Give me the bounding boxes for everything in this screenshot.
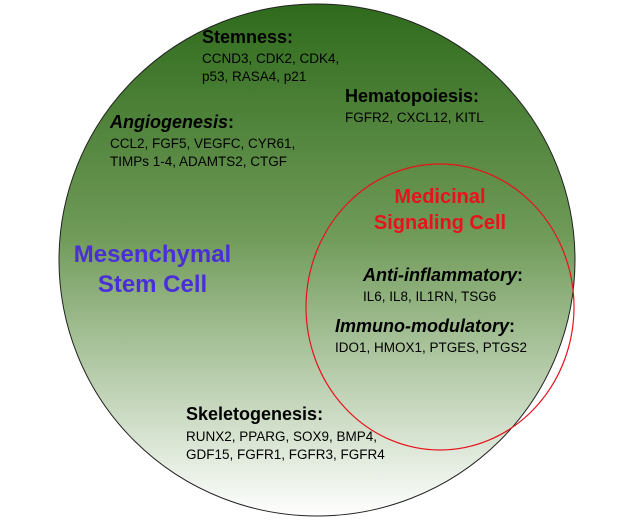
stemness-genes-line2: p53, RASA4, p21 <box>202 69 307 84</box>
angiogenesis-genes-line1: CCL2, FGF5, VEGFC, CYR61, <box>110 136 296 151</box>
anti-inflammatory-genes-line1: IL6, IL8, IL1RN, TSG6 <box>363 289 497 304</box>
skeletogenesis-heading: Skeletogenesis: <box>186 404 323 424</box>
mesenchymal-stem-cell-circle <box>58 3 576 517</box>
stemness-genes-line1: CCND3, CDK2, CDK4, <box>202 51 340 66</box>
medicinal-signaling-cell-circle <box>305 163 575 451</box>
immuno-modulatory-genes-line1: IDO1, HMOX1, PTGES, PTGS2 <box>335 340 528 355</box>
skeletogenesis-genes-line2: GDF15, FGFR1, FGFR3, FGFR4 <box>186 447 385 462</box>
anti-inflammatory-heading-text: Anti-inflammatory <box>363 265 518 285</box>
hematopoiesis-heading-colon: : <box>473 86 480 106</box>
anti-inflammatory-heading: Anti-inflammatory: <box>363 265 523 285</box>
hematopoiesis-genes-line1: FGFR2, CXCL12, KITL <box>345 110 484 125</box>
mesenchymal-stem-cell-title: Mesenchymal Stem Cell <box>55 240 250 300</box>
mesenchymal-stem-cell-line1: Mesenchymal <box>73 241 232 268</box>
mesenchymal-stem-cell-line2: Stem Cell <box>97 271 208 298</box>
hematopoiesis-heading-text: Hematopoiesis <box>345 86 474 106</box>
stemness-heading: Stemness: <box>202 27 293 47</box>
angiogenesis-genes-line2: TIMPs 1-4, ADAMTS2, CTGF <box>110 154 288 169</box>
angiogenesis-heading-text: Angiogenesis <box>110 112 229 132</box>
skeletogenesis-genes-line1: RUNX2, PPARG, SOX9, BMP4, <box>186 429 378 444</box>
angiogenesis-heading: Angiogenesis: <box>110 112 234 132</box>
skeletogenesis-heading-text: Skeletogenesis <box>186 404 318 424</box>
skeletogenesis-heading-colon: : <box>317 404 324 424</box>
immuno-modulatory-heading: Immuno-modulatory: <box>335 316 515 336</box>
anti-inflammatory-heading-colon: : <box>517 265 524 285</box>
stemness-heading-colon: : <box>287 27 294 47</box>
immuno-modulatory-heading-colon: : <box>509 316 515 336</box>
immuno-modulatory-heading-text: Immuno-modulatory <box>335 316 509 336</box>
medicinal-signaling-cell-line2: Signaling Cell <box>373 212 507 234</box>
stemness-heading-text: Stemness <box>202 27 288 47</box>
angiogenesis-heading-colon: : <box>228 112 235 132</box>
medicinal-signaling-cell-title: Medicinal Signaling Cell <box>335 184 545 236</box>
medicinal-signaling-cell-line1: Medicinal <box>394 186 486 208</box>
hematopoiesis-heading: Hematopoiesis: <box>345 86 479 106</box>
